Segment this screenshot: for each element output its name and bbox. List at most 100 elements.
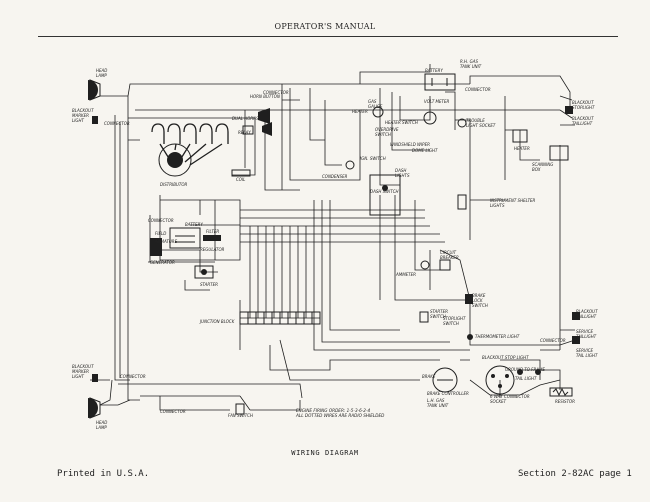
label-connector-mid: CONNECTOR bbox=[148, 218, 174, 223]
service-taillight-icon bbox=[572, 336, 580, 344]
label-line: BREAKER bbox=[440, 255, 459, 260]
junction-block-icon bbox=[239, 311, 321, 325]
blackout-marker-light-bottom-icon bbox=[92, 374, 98, 382]
label-line: SCANNING bbox=[532, 162, 553, 167]
label-battery-small: BATTERY bbox=[185, 222, 203, 227]
label-ground-to-frame: GROUND TO FRAME bbox=[505, 367, 545, 372]
label-heater-switch: HEATER SWITCH bbox=[385, 120, 418, 125]
tail-light-icon bbox=[517, 369, 541, 375]
label-blackout-stop-light: BLACKOUT STOP LIGHT bbox=[482, 355, 529, 360]
label-armature: ARMATURE bbox=[154, 239, 178, 244]
label-condenser: CONDENSER bbox=[322, 174, 348, 179]
label-line: DASH bbox=[395, 168, 406, 173]
coil-icon bbox=[231, 169, 251, 177]
label-line: BOX bbox=[532, 167, 541, 172]
label-line: SWITCH bbox=[443, 321, 459, 326]
distributor-icon bbox=[158, 143, 192, 177]
label-connector-right-bottom: CONNECTOR bbox=[540, 338, 566, 343]
label-dual-horns: DUAL HORNS bbox=[232, 116, 259, 121]
label-line: LAMP bbox=[96, 73, 107, 78]
footer-section: Section 2-82AC page 1 bbox=[518, 469, 632, 479]
label-line: INSTRUMENT SHELTER bbox=[490, 198, 536, 203]
label-line: TAIL LIGHT bbox=[576, 353, 598, 358]
wires bbox=[90, 64, 576, 411]
filter-icon bbox=[203, 235, 221, 241]
label-line: LOCK bbox=[472, 298, 483, 303]
label-windshield-wiper: WINDSHIELD WIPER bbox=[390, 142, 430, 147]
label-resistor: RESISTOR bbox=[555, 399, 575, 404]
label-line: 6 WAY CONNECTOR bbox=[490, 394, 530, 399]
label-line: MARKER bbox=[72, 369, 89, 374]
scanning-box-icon bbox=[549, 145, 569, 161]
dash-switch-block-icon bbox=[369, 174, 401, 216]
label-line: SERVICE bbox=[576, 329, 594, 334]
relay-icon bbox=[242, 125, 254, 135]
label-line: GAS bbox=[368, 99, 377, 104]
label-line: TAILLIGHT bbox=[576, 334, 597, 339]
head-lamp-top-icon bbox=[88, 79, 101, 101]
label-line: TANK UNIT bbox=[427, 403, 449, 408]
ign-switch-icon bbox=[345, 160, 355, 170]
fan-switch-icon bbox=[235, 403, 245, 415]
label-line: BLACKOUT bbox=[572, 116, 594, 121]
label-line: ALL DOTTED WIRES ARE RADIO SHIELDED bbox=[295, 413, 385, 418]
label-connector-horn: CONNECTOR bbox=[263, 90, 289, 95]
label-line: OVERDRIVE bbox=[375, 127, 399, 132]
label-line: STARTER bbox=[430, 309, 448, 314]
label-line: LIGHT SOCKET bbox=[466, 123, 496, 128]
label-connector-bottom: CONNECTOR bbox=[120, 374, 146, 379]
label-line: HEAD bbox=[96, 68, 107, 73]
label-line: TAILLIGHT bbox=[572, 121, 593, 126]
label-coil: COIL bbox=[236, 177, 245, 182]
label-junction-block: JUNCTION BLOCK bbox=[199, 319, 235, 324]
label-volt-meter: VOLT METER bbox=[424, 99, 450, 104]
header-rule bbox=[38, 36, 618, 37]
label-relay: RELAY bbox=[238, 130, 251, 135]
trouble-light-socket-icon bbox=[457, 118, 467, 128]
label-heater-motor: HEATER bbox=[514, 146, 530, 151]
label-line: STOPLIGHT bbox=[443, 316, 466, 321]
label-generator: GENERATOR bbox=[150, 260, 175, 265]
label-line: STOPLIGHT bbox=[572, 105, 595, 110]
component-symbols bbox=[88, 73, 580, 419]
label-fan-switch: FAN SWITCH bbox=[228, 413, 253, 418]
regulator-icon bbox=[169, 227, 201, 249]
label-line: TROUBLE bbox=[466, 118, 485, 123]
label-tail-light: TAIL LIGHT bbox=[515, 376, 537, 381]
label-brake: BRAKE bbox=[422, 374, 436, 379]
label-dome-light: DOME LIGHT bbox=[412, 148, 438, 153]
label-line: CIRCUIT bbox=[440, 250, 457, 255]
dual-horns-icon bbox=[258, 108, 272, 136]
label-line: SERVICE bbox=[576, 348, 594, 353]
label-line: LAMP bbox=[96, 425, 107, 430]
label-horn-button: HORN BUTTON bbox=[250, 94, 280, 99]
thermometer-light-icon bbox=[467, 334, 473, 340]
label-line: LIGHT bbox=[72, 118, 85, 123]
label-line: SWITCH bbox=[472, 303, 488, 308]
label-line: SOCKET bbox=[490, 399, 507, 404]
label-ign-switch: IGN. SWITCH bbox=[360, 156, 386, 161]
label-thermometer-light: THERMOMETER LIGHT bbox=[475, 334, 520, 339]
label-line: ENGINE FIRING ORDER: 1-5-3-6-2-4 bbox=[296, 408, 370, 413]
battery-icon bbox=[424, 73, 456, 91]
label-regulator: REGULATOR bbox=[200, 247, 225, 252]
gas-gauge-icon bbox=[372, 106, 384, 118]
label-line: R.H. GAS bbox=[460, 59, 478, 64]
label-line: BLACKOUT bbox=[576, 309, 598, 314]
